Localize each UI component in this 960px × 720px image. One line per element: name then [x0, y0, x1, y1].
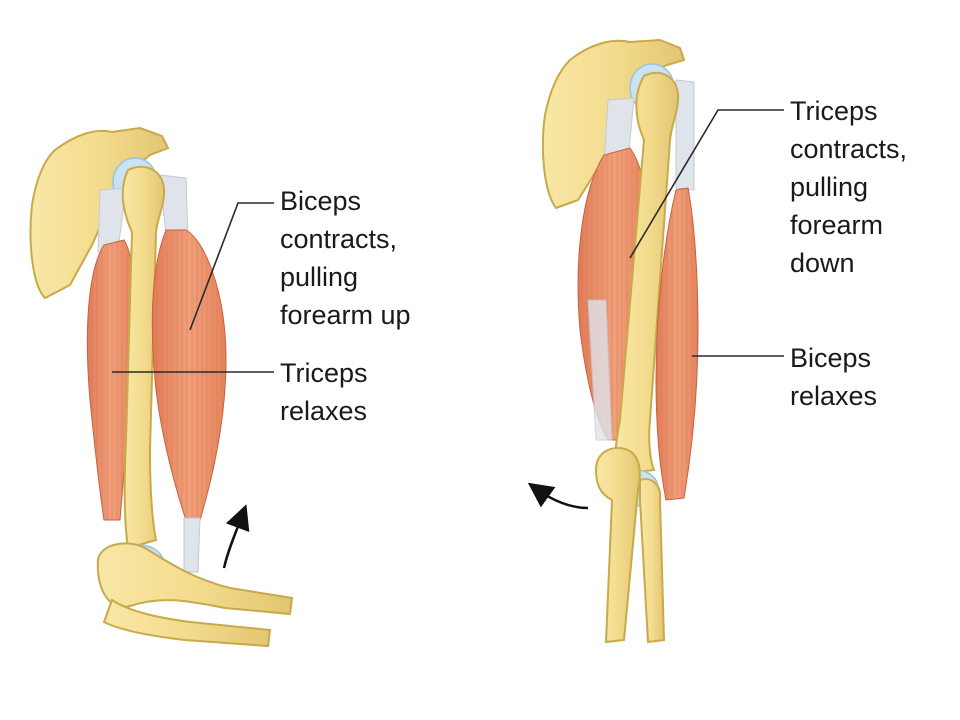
right-triceps-tendon: [587, 299, 613, 441]
left-biceps-label-line-2: contracts,: [280, 224, 397, 254]
right-biceps-label: Biceps relaxes: [790, 343, 877, 411]
left-biceps-tendon: [183, 517, 201, 573]
left-humerus: [121, 165, 166, 550]
right-triceps-label-line-2: contracts,: [790, 134, 907, 164]
right-triceps-label-line-3: pulling: [790, 172, 868, 202]
right-humerus: [614, 71, 680, 476]
left-radius: [102, 598, 272, 648]
left-biceps-leader-line: [189, 202, 274, 331]
right-biceps-label-line-1: Biceps: [790, 343, 871, 373]
left-triceps-label-line-2: relaxes: [280, 396, 367, 426]
right-triceps-leader-line: [629, 109, 784, 259]
right-triceps-label-line-4: forearm: [790, 210, 883, 240]
left-triceps-label: Triceps relaxes: [280, 358, 368, 426]
left-biceps-label-line-3: pulling: [280, 262, 358, 292]
left-biceps-label-line-1: Biceps: [280, 186, 361, 216]
right-extension-arrow: [527, 482, 589, 510]
right-arm-illustration: [527, 38, 699, 644]
left-arm-illustration: [29, 126, 294, 648]
right-ulna: [594, 447, 641, 644]
right-triceps-label-line-5: down: [790, 248, 855, 278]
left-flexion-arrow: [222, 504, 250, 569]
right-triceps-label: Triceps contracts, pulling forearm down: [790, 96, 907, 278]
right-biceps-label-line-2: relaxes: [790, 381, 877, 411]
left-biceps-label-line-4: forearm up: [280, 300, 411, 330]
right-radius: [639, 478, 666, 644]
right-triceps-label-line-1: Triceps: [790, 96, 878, 126]
left-triceps-label-line-1: Triceps: [280, 358, 368, 388]
left-biceps-label: Biceps contracts, pulling forearm up: [280, 186, 411, 330]
